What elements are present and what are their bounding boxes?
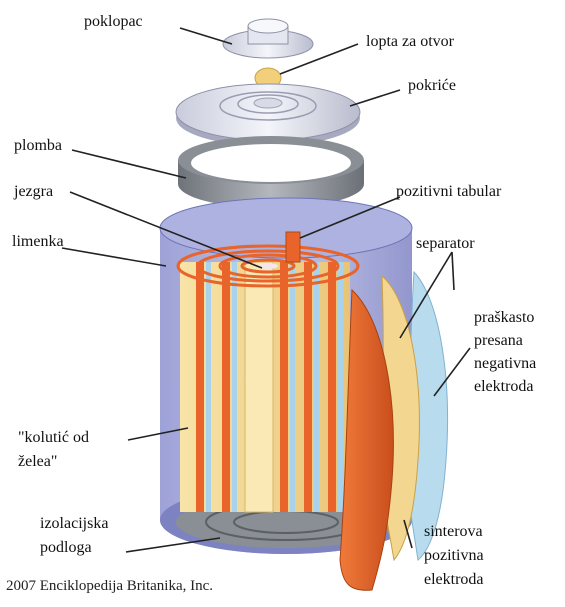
label-negativna-1: praškasto	[474, 308, 534, 327]
label-lopta-za-otvor: lopta za otvor	[366, 32, 454, 51]
label-pokrice: pokriće	[408, 76, 456, 95]
label-poklopac: poklopac	[84, 12, 143, 31]
label-plomba: plomba	[14, 136, 62, 155]
label-kolutic-1: "kolutić od	[18, 428, 89, 447]
label-sinterova-3: elektroda	[424, 570, 484, 589]
label-kolutic-2: želea"	[18, 452, 57, 471]
cap-top	[223, 19, 313, 58]
label-separator: separator	[416, 234, 475, 253]
label-negativna-3: negativna	[474, 354, 536, 373]
label-limenka: limenka	[12, 232, 64, 251]
label-pozitivni-tabular: pozitivni tabular	[396, 182, 501, 201]
label-negativna-4: elektroda	[474, 377, 534, 396]
label-izolacijska-1: izolacijska	[40, 514, 108, 533]
label-sinterova-2: pozitivna	[424, 546, 484, 565]
label-izolacijska-2: podloga	[40, 538, 92, 557]
seal-ring	[178, 136, 364, 208]
jelly-roll	[178, 246, 358, 512]
copyright-credit: 2007 Enciklopedija Britanika, Inc.	[6, 578, 213, 595]
unrolled-electrodes	[340, 272, 448, 590]
label-jezgra: jezgra	[14, 182, 53, 201]
label-sinterova-1: sinterova	[424, 522, 483, 541]
positive-tab	[286, 232, 300, 262]
label-negativna-2: presana	[474, 331, 523, 350]
